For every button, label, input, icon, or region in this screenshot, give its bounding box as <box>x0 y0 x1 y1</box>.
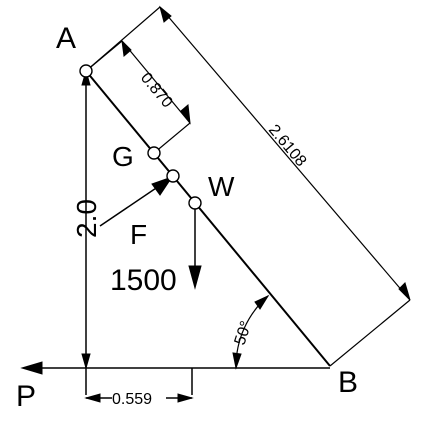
ab-arrow-bottom <box>398 282 411 301</box>
ag-ext-g <box>153 122 191 154</box>
angle-arrow-bottom <box>232 352 242 370</box>
ab-ext-a <box>85 6 161 72</box>
angle-arrow-top <box>254 294 270 310</box>
force-p-arrowhead <box>20 361 43 375</box>
point-w-marker <box>188 196 202 210</box>
label-w: W <box>208 171 235 202</box>
dimension-offset: 0.559 <box>112 391 152 408</box>
point-a-marker <box>79 64 93 78</box>
dimension-angle: 50° <box>232 319 256 347</box>
ag-dimension-line <box>121 40 191 124</box>
offset-arrow-right <box>177 393 194 403</box>
point-g-marker <box>147 146 161 160</box>
dimension-height: 2.0 <box>71 199 102 238</box>
offset-arrow-left <box>84 393 101 403</box>
member-ab <box>85 70 331 367</box>
ag-arrow-bottom <box>180 104 191 125</box>
label-b: B <box>338 366 358 399</box>
point-f-marker <box>166 169 180 183</box>
label-f: F <box>130 219 147 250</box>
force-f-arrowhead <box>151 176 174 196</box>
ab-dimension-line <box>159 6 411 301</box>
weight-arrowhead <box>188 265 202 290</box>
dimension-ag: 0.870 <box>137 70 176 112</box>
ab-ext-b <box>329 299 411 367</box>
label-g: G <box>112 141 134 172</box>
label-weight: 1500 <box>110 264 177 297</box>
label-a: A <box>56 22 76 55</box>
dimension-ab: 2.6108 <box>265 122 310 170</box>
height-arrow-top <box>81 69 91 86</box>
height-arrow-bottom <box>81 353 91 370</box>
ab-arrow-top <box>159 5 172 23</box>
ag-arrow-top <box>121 39 132 57</box>
label-p: P <box>16 380 36 413</box>
